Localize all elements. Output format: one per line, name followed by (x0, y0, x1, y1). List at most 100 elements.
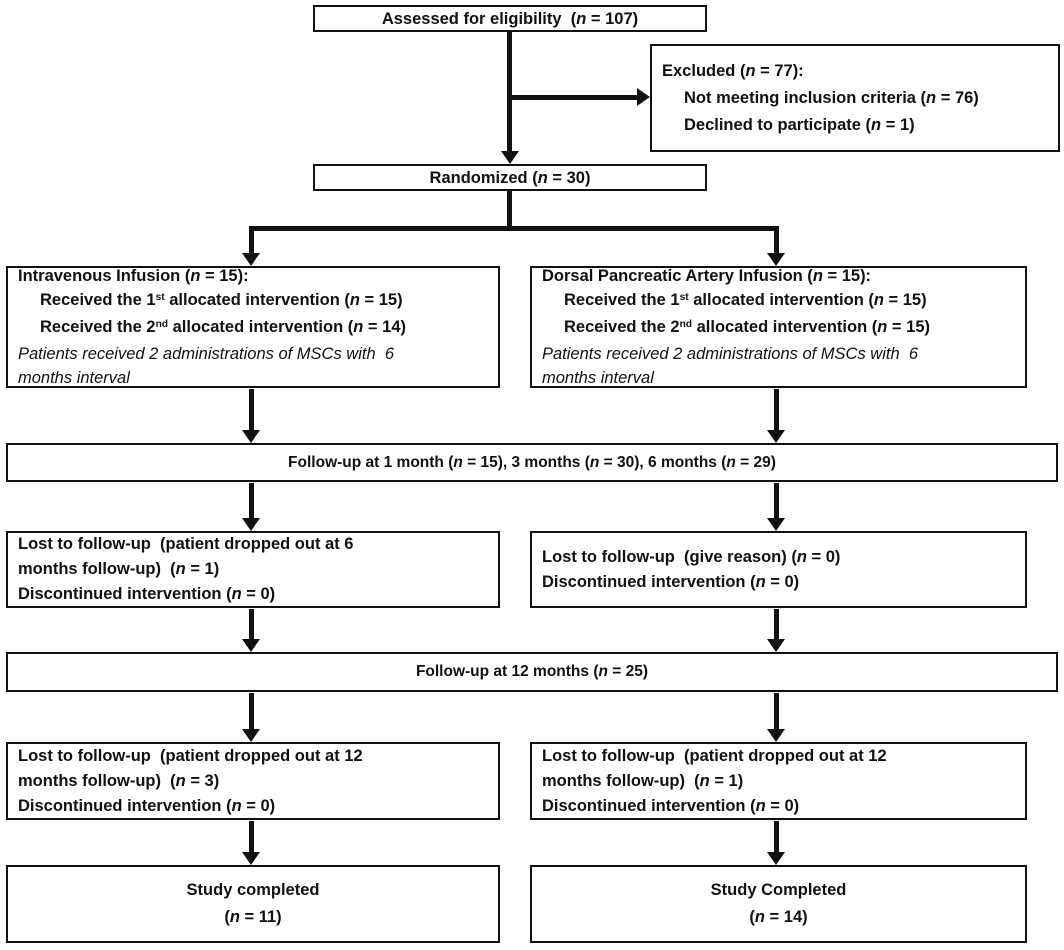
arrow-down-icon (242, 253, 260, 266)
text-segment: Excluded ( (662, 61, 746, 80)
text-segment: n (175, 771, 186, 790)
text-segment: = 3) (185, 771, 220, 790)
text-segment: n (353, 318, 364, 336)
text-segment: n (873, 291, 884, 309)
text-segment: Lost to follow-up (patient dropped out a… (18, 746, 363, 765)
arrow-down-icon (767, 639, 785, 652)
text-line: months interval (542, 366, 1015, 390)
text-line: Not meeting inclusion criteria (n = 76) (662, 85, 1048, 112)
connector-split-to-right-arm-line (774, 226, 779, 254)
connector-randomized-to-split-line (507, 191, 512, 229)
box-followup-1-3-6-months: Follow-up at 1 month ( n = 15), 3 months … (6, 443, 1058, 482)
text-segment: n (598, 663, 608, 680)
text-segment: = 30) (547, 168, 591, 187)
text-segment: = 0) (241, 796, 276, 815)
text-segment: = 15) (887, 318, 930, 336)
text-segment: = 0) (765, 796, 800, 815)
connector-followup12-to-lost12-left-line (249, 693, 254, 730)
connector-followup12-to-lost12-right-line (774, 693, 779, 730)
text-line: Intravenous Infusion (n = 15): (18, 264, 488, 288)
text-segment: = 30), 6 months ( (599, 453, 727, 471)
text-line: Received the 2nd allocated intervention … (542, 315, 1015, 342)
arrow-down-icon (242, 430, 260, 443)
text-segment: n (699, 771, 710, 790)
text-segment: n (755, 796, 766, 815)
connector-lost6-to-followup12-left-line (249, 609, 254, 640)
text-segment: months interval (542, 369, 654, 387)
arrow-down-icon (501, 151, 519, 164)
text-segment: Study Completed (710, 881, 847, 899)
text-segment: = 1) (881, 115, 915, 134)
text-segment: Assessed for eligibility ( (381, 9, 577, 28)
text-line: Randomized (n = 30) (315, 166, 705, 190)
text-segment: n (229, 908, 240, 926)
box-arm-dorsal-pancreatic-artery-infusion: Dorsal Pancreatic Artery Infusion ( n = 1… (530, 266, 1027, 388)
box-lost-followup-12mo-left: Lost to follow-up (patient dropped out a… (6, 742, 500, 820)
text-line: Follow-up at 12 months (n = 25) (8, 660, 1056, 684)
arrow-down-icon (242, 729, 260, 742)
text-segment: nd (679, 319, 693, 331)
text-segment: = 15) (359, 291, 403, 309)
arrow-down-icon (767, 253, 785, 266)
text-line: Discontinued intervention (n = 0) (18, 794, 488, 819)
arrow-down-icon (767, 518, 785, 531)
text-segment: n (754, 908, 765, 926)
text-line: months follow-up) (n = 3) (18, 769, 488, 794)
text-line: Follow-up at 1 month ( n = 15), 3 months … (8, 451, 1056, 475)
text-line: Lost to follow-up (give reason) (n = 0) (542, 545, 1015, 570)
text-segment: months follow-up) ( (18, 560, 176, 578)
text-line: Discontinued intervention (n = 0) (18, 582, 488, 607)
text-segment: = 15), 3 months ( (462, 453, 590, 471)
text-segment: Follow-up at 1 month ( (288, 453, 454, 471)
text-line: Patients received 2 administrations of M… (18, 342, 488, 366)
connector-followup-to-lost6-left-line (249, 483, 254, 519)
connector-lost6-to-followup12-right-line (774, 609, 779, 640)
box-followup-12-months: Follow-up at 12 months (n = 25) (6, 652, 1058, 692)
text-segment: n (537, 168, 548, 187)
text-segment: n (576, 9, 587, 28)
text-segment: Follow-up at 12 months ( (415, 663, 599, 680)
text-line: months interval (18, 366, 488, 390)
text-segment: = 77): (755, 61, 804, 80)
connector-split-bar (249, 226, 779, 231)
text-segment: n (877, 318, 888, 336)
box-lost-followup-6mo-left: Lost to follow-up (patient dropped out a… (6, 531, 500, 608)
text-line: (n = 14) (532, 904, 1025, 931)
text-segment: n (726, 453, 736, 471)
text-segment: Discontinued intervention ( (18, 796, 232, 815)
text-segment: Declined to participate ( (684, 115, 872, 134)
text-line: months follow-up) (n = 1) (542, 769, 1015, 794)
text-segment: Lost to follow-up (give reason) ( (542, 547, 797, 566)
arrow-right-icon (637, 88, 650, 106)
text-segment: allocated intervention ( (692, 318, 878, 336)
arrow-down-icon (767, 729, 785, 742)
text-segment: Received the 2 (40, 318, 156, 336)
text-segment: st (679, 292, 689, 304)
text-segment: n (349, 291, 360, 309)
text-segment: st (155, 292, 165, 304)
arrow-down-icon (767, 430, 785, 443)
text-segment: = 14) (764, 908, 808, 926)
text-segment: n (871, 115, 882, 134)
text-line: Received the 1st allocated intervention … (18, 288, 488, 315)
text-line: Study completed (8, 877, 498, 904)
connector-right-arm-to-followup-line (774, 389, 779, 431)
text-segment: Lost to follow-up (patient dropped out a… (542, 746, 887, 765)
box-assessed-for-eligibility: Assessed for eligibility (n = 107) (313, 5, 707, 32)
text-line: Assessed for eligibility (n = 107) (315, 7, 705, 31)
text-segment: Dorsal Pancreatic Artery Infusion ( (542, 267, 813, 285)
text-line: Lost to follow-up (patient dropped out a… (18, 532, 488, 557)
text-segment: Received the 1 (40, 291, 156, 309)
text-segment: allocated intervention ( (164, 291, 350, 309)
text-segment: = 14) (363, 318, 406, 336)
text-segment: = 15) (883, 291, 927, 309)
text-line: Received the 2nd allocated intervention … (18, 315, 488, 342)
text-segment: n (175, 560, 186, 578)
text-segment: Randomized ( (429, 168, 538, 187)
text-segment: n (745, 61, 756, 80)
text-segment: = 0) (765, 572, 800, 591)
connector-assessed-to-randomized-line (507, 32, 512, 152)
text-segment: nd (155, 319, 169, 331)
text-segment: Received the 2 (564, 318, 680, 336)
